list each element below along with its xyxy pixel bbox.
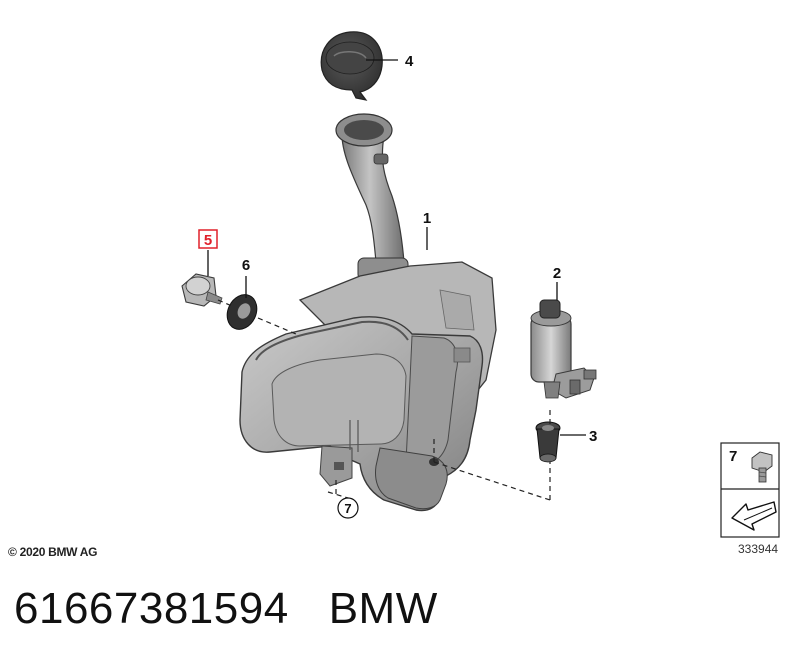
washer-reservoir — [239, 261, 497, 512]
bolt — [181, 273, 223, 307]
pump-grommet — [535, 421, 561, 463]
diagram-id: 333944 — [738, 542, 778, 556]
callout-7[interactable]: 7 — [344, 501, 351, 516]
part-number: 61667381594 — [14, 584, 289, 633]
callout-5-highlight — [198, 229, 218, 249]
callout-6[interactable]: 6 — [242, 257, 250, 274]
screw-icon — [751, 451, 773, 483]
filler-cap — [320, 31, 383, 101]
legend-box: 7 — [720, 442, 780, 538]
washer-pump — [530, 299, 597, 399]
brand-name: BMW — [328, 584, 438, 633]
assembly-lines — [217, 299, 551, 501]
part-info: 61667381594 BMW — [14, 584, 438, 634]
callout-1[interactable]: 1 — [423, 210, 431, 227]
callout-5[interactable]: 5 — [204, 232, 212, 249]
callout-4[interactable]: 4 — [405, 53, 414, 70]
callout-2[interactable]: 2 — [553, 265, 561, 282]
grommet — [226, 294, 258, 330]
callout-7-circle — [337, 497, 359, 519]
callout-3[interactable]: 3 — [589, 428, 597, 445]
legend-callout-7[interactable]: 7 — [729, 448, 737, 465]
leader-lines — [207, 59, 586, 436]
copyright-notice: © 2020 BMW AG — [8, 545, 97, 559]
arrow-icon — [731, 501, 777, 531]
